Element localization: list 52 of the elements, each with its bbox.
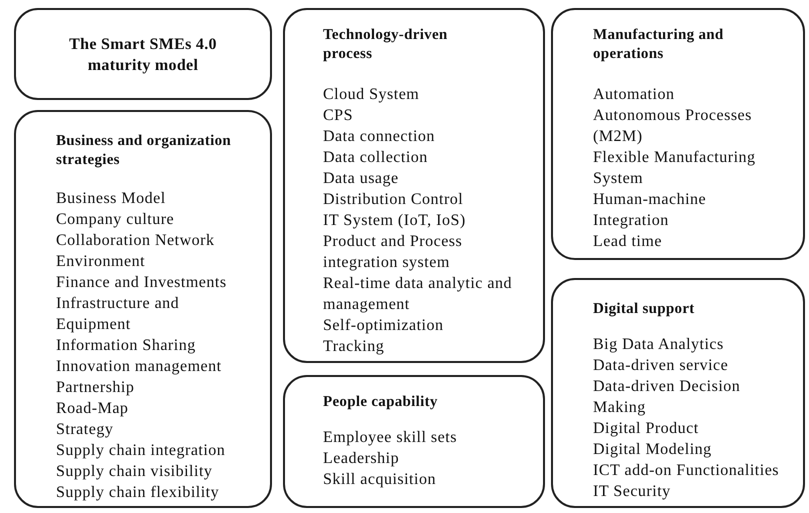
list-item: Road-Map (56, 399, 130, 419)
list-item: Data-driven service (593, 356, 730, 376)
category-heading: Business and organization strategies (56, 132, 232, 170)
list-item: Digital Modeling (593, 440, 713, 460)
category-box (283, 375, 545, 508)
list-item: Skill acquisition (323, 470, 437, 490)
list-item: Strategy (56, 420, 114, 440)
list-item: Lead time (593, 232, 663, 252)
list-item: CPS (323, 106, 354, 126)
list-item: Big Data Analytics (593, 335, 725, 355)
box-heading: The Smart SMEs 4.0 maturity model (68, 35, 218, 76)
list-item: Data connection (323, 127, 436, 147)
list-item: Distribution Control (323, 190, 464, 210)
category-box (283, 8, 545, 363)
list-item: Product and Process integration system (323, 232, 464, 273)
list-item: Data usage (323, 169, 400, 189)
list-item: Data-driven Decision Making (593, 377, 742, 418)
list-item: Collaboration Network (56, 231, 216, 251)
category-heading: Technology-driven process (323, 26, 449, 64)
list-item: Self-optimization (323, 316, 444, 336)
category-heading: Manufacturing and operations (593, 26, 725, 64)
category-box (551, 8, 805, 260)
list-item: Flexible Manufacturing System (593, 148, 757, 189)
category-heading: Digital support (593, 300, 696, 319)
list-item: Company culture (56, 210, 176, 230)
list-item: Supply chain integration (56, 441, 226, 461)
list-item: Employee skill sets (323, 428, 458, 448)
list-item: Environment (56, 252, 146, 272)
list-item: Supply chain flexibility (56, 483, 220, 503)
category-box (551, 278, 805, 508)
list-item: Finance and Investments (56, 273, 228, 293)
list-item: Partnership (56, 378, 136, 398)
category-box (14, 110, 272, 508)
list-item: Cloud System (323, 85, 420, 105)
list-item: ICT add-on Functionalities (593, 461, 780, 481)
list-item: Tracking (323, 337, 386, 357)
list-item: IT Security (593, 482, 672, 502)
category-heading: People capability (323, 393, 439, 412)
list-item: Infrastructure and Equipment (56, 294, 180, 335)
list-item: Information Sharing (56, 336, 197, 356)
list-item: Innovation management (56, 357, 223, 377)
list-item: Digital Product (593, 419, 700, 439)
list-item: Supply chain visibility (56, 462, 214, 482)
list-item: Human-machine Integration (593, 190, 708, 231)
list-item: IT System (IoT, IoS) (323, 211, 467, 231)
list-item: Data collection (323, 148, 429, 168)
list-item: Business Model (56, 189, 167, 209)
category-box (14, 8, 272, 100)
list-item: Automation (593, 85, 676, 105)
list-item: Real-time data analytic and management (323, 274, 513, 315)
list-item: Leadership (323, 449, 400, 469)
list-item: Autonomous Processes (M2M) (593, 106, 753, 147)
